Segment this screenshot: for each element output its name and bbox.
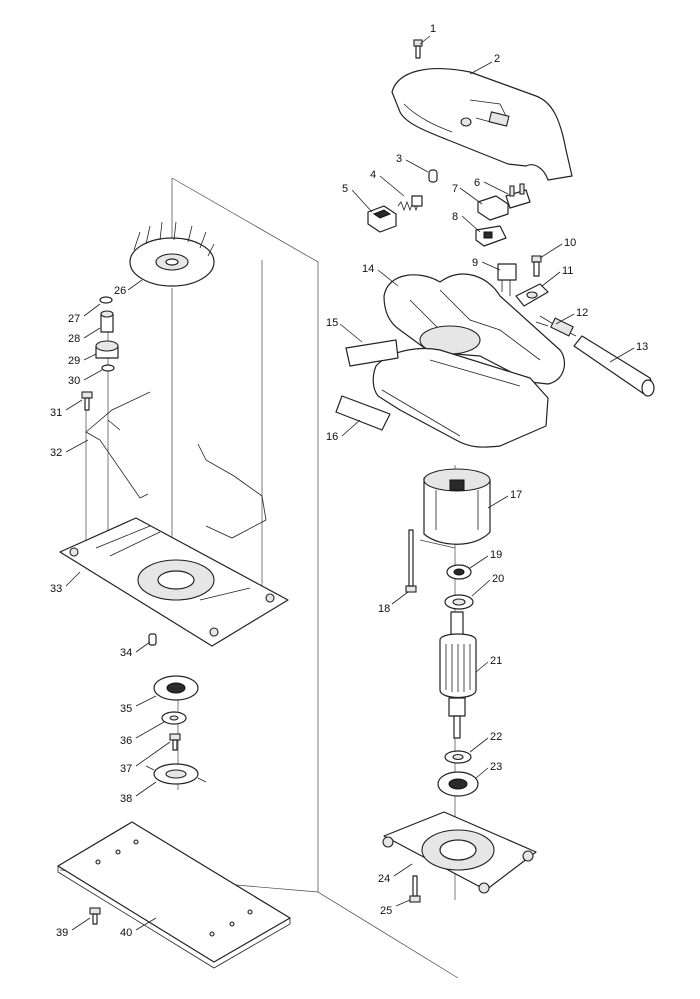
part-24-base-plate: [382, 811, 537, 894]
callout-14: 14: [362, 263, 374, 275]
callout-25: 25: [380, 905, 392, 917]
part-40-plate: [57, 821, 291, 969]
callout-23: 23: [490, 761, 502, 773]
callout-21: 21: [490, 655, 502, 667]
part-16-label: [335, 395, 391, 431]
callout-31: 31: [50, 407, 62, 419]
callout-28: 28: [68, 333, 80, 345]
callout-11: 11: [562, 265, 573, 277]
part-20-washer: [444, 594, 474, 610]
part-23-bearing: [437, 771, 479, 797]
callout-4: 4: [370, 169, 376, 181]
callout-9: 9: [472, 257, 478, 269]
part-25-screw: [409, 875, 421, 903]
part-34-pin: [148, 633, 157, 646]
callout-17: 17: [510, 489, 522, 501]
part-1-screw: [413, 39, 423, 59]
callout-13: 13: [636, 341, 648, 353]
secondary-clamp-wire: [197, 443, 267, 539]
part-10-screw: [531, 255, 542, 277]
part-29-rubber-ring: [95, 340, 119, 359]
part-14-motor-housing: [383, 273, 566, 385]
part-8-switch-lever: [475, 225, 507, 247]
callout-40: 40: [120, 927, 132, 939]
callout-37: 37: [120, 763, 132, 775]
callout-1: 1: [430, 23, 436, 35]
callout-16: 16: [326, 431, 338, 443]
callout-10: 10: [564, 237, 576, 249]
part-26-fan: [129, 221, 215, 287]
part-13-cord-guard: [573, 335, 655, 397]
part-36-washer: [161, 711, 187, 725]
part-22-washer: [444, 750, 472, 764]
callout-29: 29: [68, 355, 80, 367]
callout-39: 39: [56, 927, 68, 939]
part-33-pad-base: [59, 517, 289, 647]
part-9-capacitor: [497, 263, 517, 296]
part-5-switch-block: [367, 205, 397, 233]
part-16-housing-body: [372, 347, 549, 448]
callout-19: 19: [490, 549, 502, 561]
callout-33: 33: [50, 583, 62, 595]
callout-32: 32: [50, 447, 62, 459]
part-12-cord: [535, 315, 577, 337]
part-27-ring: [99, 296, 113, 304]
callout-5: 5: [342, 183, 348, 195]
part-35-bearing: [153, 675, 199, 701]
part-39-screw: [89, 907, 101, 925]
part-31-screw: [81, 391, 93, 411]
callout-7: 7: [452, 183, 458, 195]
callout-34: 34: [120, 647, 132, 659]
callout-3: 3: [396, 153, 402, 165]
callout-15: 15: [326, 317, 338, 329]
callout-38: 38: [120, 793, 132, 805]
part-28-bush: [100, 310, 114, 333]
callout-26: 26: [114, 285, 126, 297]
callout-12: 12: [576, 307, 588, 319]
part-38-pad-holder: [145, 763, 207, 785]
callout-27: 27: [68, 313, 80, 325]
part-4-spring: [397, 195, 423, 212]
part-30-ring: [101, 364, 115, 372]
part-6-terminal: [505, 183, 531, 209]
callout-labels: 1 2 3 4 5 6 7 8 9 10 11 12 13 14 15 16 1: [50, 23, 648, 939]
callout-24: 24: [378, 873, 390, 885]
callout-35: 35: [120, 703, 132, 715]
part-18-screw: [405, 529, 417, 593]
part-11-cord-clamp: [515, 283, 549, 307]
callout-30: 30: [68, 375, 80, 387]
callout-22: 22: [490, 731, 502, 743]
part-2-housing-cover: [391, 68, 573, 181]
callout-6: 6: [474, 177, 480, 189]
part-3-pin: [428, 169, 438, 183]
callout-20: 20: [492, 573, 504, 585]
part-32-clamp-wire: [85, 391, 151, 499]
callout-2: 2: [494, 53, 500, 65]
part-7-switch: [477, 195, 509, 221]
callout-8: 8: [452, 211, 458, 223]
callout-36: 36: [120, 735, 132, 747]
part-17-field: [423, 468, 491, 545]
callout-18: 18: [378, 603, 390, 615]
part-37-screw: [169, 733, 181, 751]
part-19-bearing: [446, 564, 472, 580]
part-21-armature: [439, 611, 477, 739]
part-15-label: [345, 339, 399, 367]
